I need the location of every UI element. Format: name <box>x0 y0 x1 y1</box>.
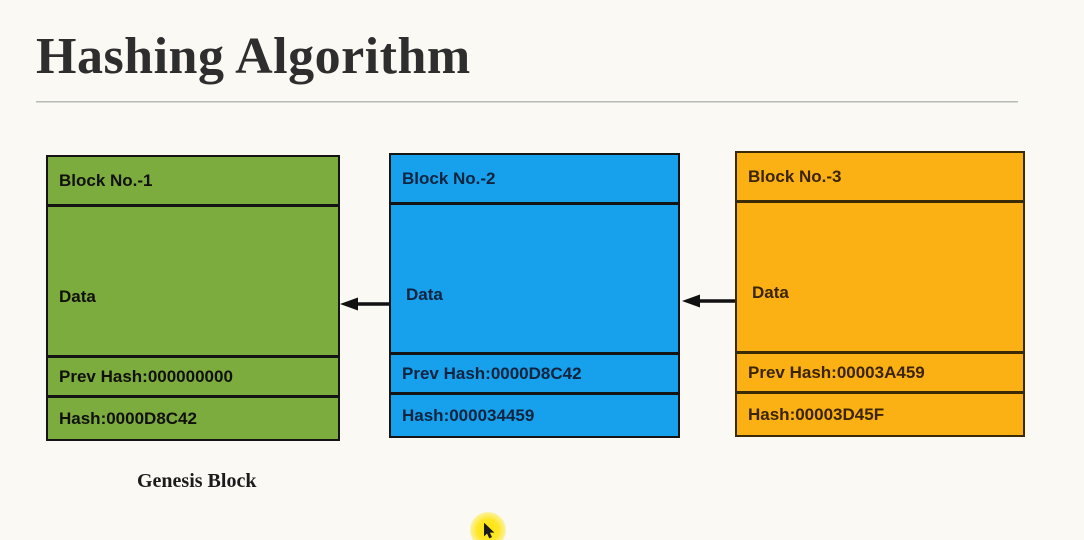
block-1-prev-hash: Prev Hash:000000000 <box>48 358 338 398</box>
block-3-header: Block No.-3 <box>737 153 1023 203</box>
block-3-data: Data <box>737 203 1023 354</box>
block-1-data: Data <box>48 207 338 358</box>
blockchain-block-3[interactable]: Block No.-3 Data Prev Hash:00003A459 Has… <box>735 151 1025 437</box>
block-1-hash: Hash:0000D8C42 <box>59 408 197 428</box>
block-2-data: Data <box>391 205 678 355</box>
blockchain-block-2[interactable]: Block No.-2 Data Prev Hash:0000D8C42 Has… <box>389 153 680 438</box>
arrow-left-icon-block2-to-block1 <box>340 296 389 312</box>
title-divider <box>36 101 1018 103</box>
block-2-hash: Hash:000034459 <box>402 405 535 425</box>
cursor-highlight <box>470 512 506 540</box>
mouse-pointer-icon <box>483 522 496 540</box>
blockchain-block-1[interactable]: Block No.-1 Data Prev Hash:000000000 Has… <box>46 155 340 441</box>
block-3-prev-hash: Prev Hash:00003A459 <box>737 354 1023 394</box>
block-2-header: Block No.-2 <box>391 155 678 205</box>
page-title: Hashing Algorithm <box>36 28 471 85</box>
block-2-prev-hash: Prev Hash:0000D8C42 <box>391 355 678 395</box>
genesis-block-label: Genesis Block <box>137 470 257 492</box>
arrow-left-icon-block3-to-block2 <box>682 293 735 309</box>
block-1-header: Block No.-1 <box>48 157 338 207</box>
block-3-hash: Hash:00003D45F <box>748 404 885 424</box>
